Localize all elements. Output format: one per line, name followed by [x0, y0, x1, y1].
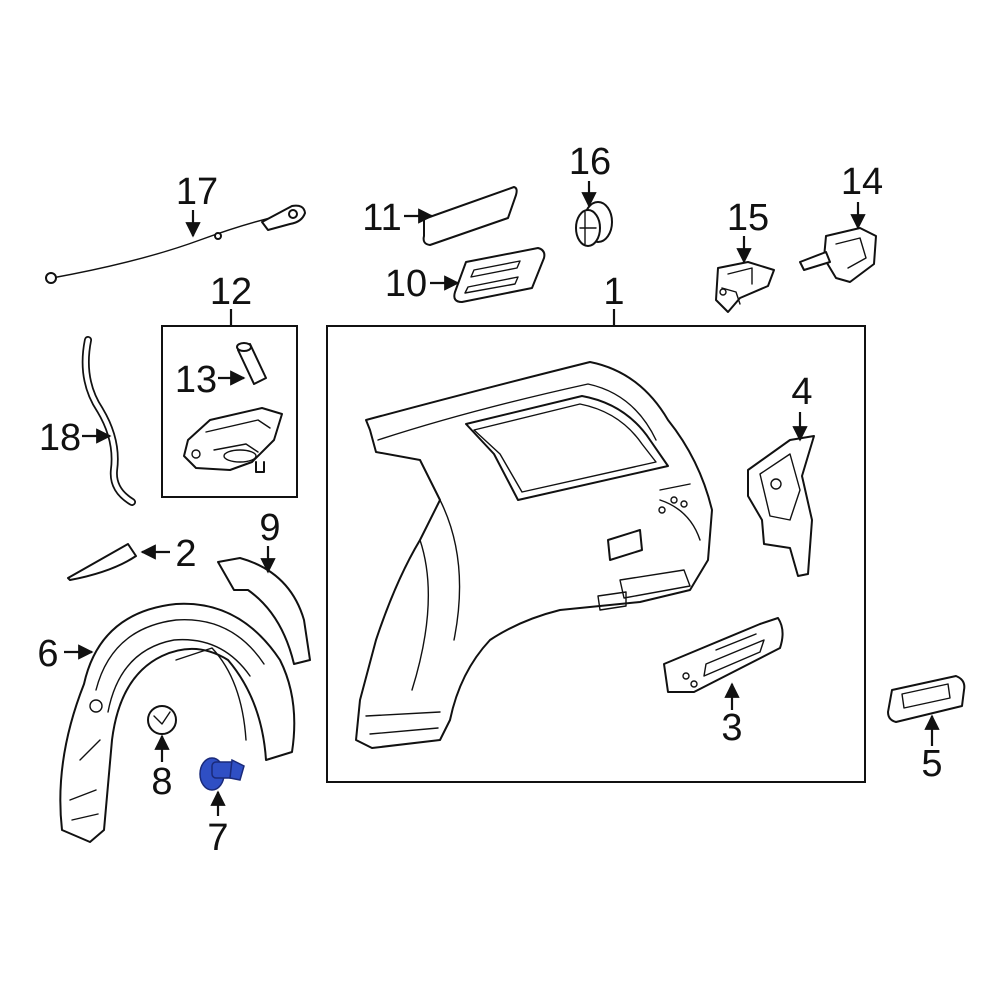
part-11-fuel-door-seal[interactable]	[422, 186, 518, 246]
part-17-release-cable[interactable]	[45, 204, 306, 284]
callout-16: 16	[569, 141, 611, 183]
callout-13: 13	[175, 359, 217, 401]
part-5-reflector[interactable]	[887, 675, 966, 723]
part-6-wheelhouse-liner[interactable]	[59, 602, 296, 843]
callout-4: 4	[791, 371, 812, 413]
callout-9: 9	[259, 507, 280, 549]
callout-6: 6	[37, 633, 58, 675]
callout-2: 2	[175, 533, 196, 575]
callout-18: 18	[39, 417, 81, 459]
callout-3: 3	[721, 707, 742, 749]
part-8-plug[interactable]	[147, 705, 177, 735]
callout-10: 10	[385, 263, 427, 305]
callout-8: 8	[151, 761, 172, 803]
part-14-actuator[interactable]	[799, 227, 877, 283]
part-10-fuel-door[interactable]	[453, 247, 546, 303]
callout-7: 7	[207, 817, 228, 859]
callout-12: 12	[210, 271, 252, 313]
part-15-bracket[interactable]	[715, 261, 775, 313]
part-7-clip-highlighted[interactable]	[199, 757, 245, 791]
part-1-quarter-panel[interactable]	[355, 361, 713, 749]
callout-14: 14	[841, 161, 883, 203]
quarter-panel-group-box	[326, 325, 866, 783]
callout-17: 17	[176, 171, 218, 213]
fuel-door-housing-group-box	[161, 325, 298, 498]
callout-5: 5	[921, 743, 942, 785]
callout-1: 1	[603, 271, 624, 313]
part-12-fuel-filler-housing[interactable]	[183, 407, 283, 473]
part-3-extension[interactable]	[663, 617, 784, 693]
part-16-fuel-cap[interactable]	[575, 201, 613, 247]
part-4-inner-panel[interactable]	[747, 435, 815, 577]
callout-15: 15	[727, 197, 769, 239]
part-18-drain-hose[interactable]	[81, 336, 136, 506]
part-2-trim-piece[interactable]	[67, 543, 137, 581]
callout-11: 11	[362, 197, 401, 239]
part-13-bolt[interactable]	[236, 342, 267, 385]
